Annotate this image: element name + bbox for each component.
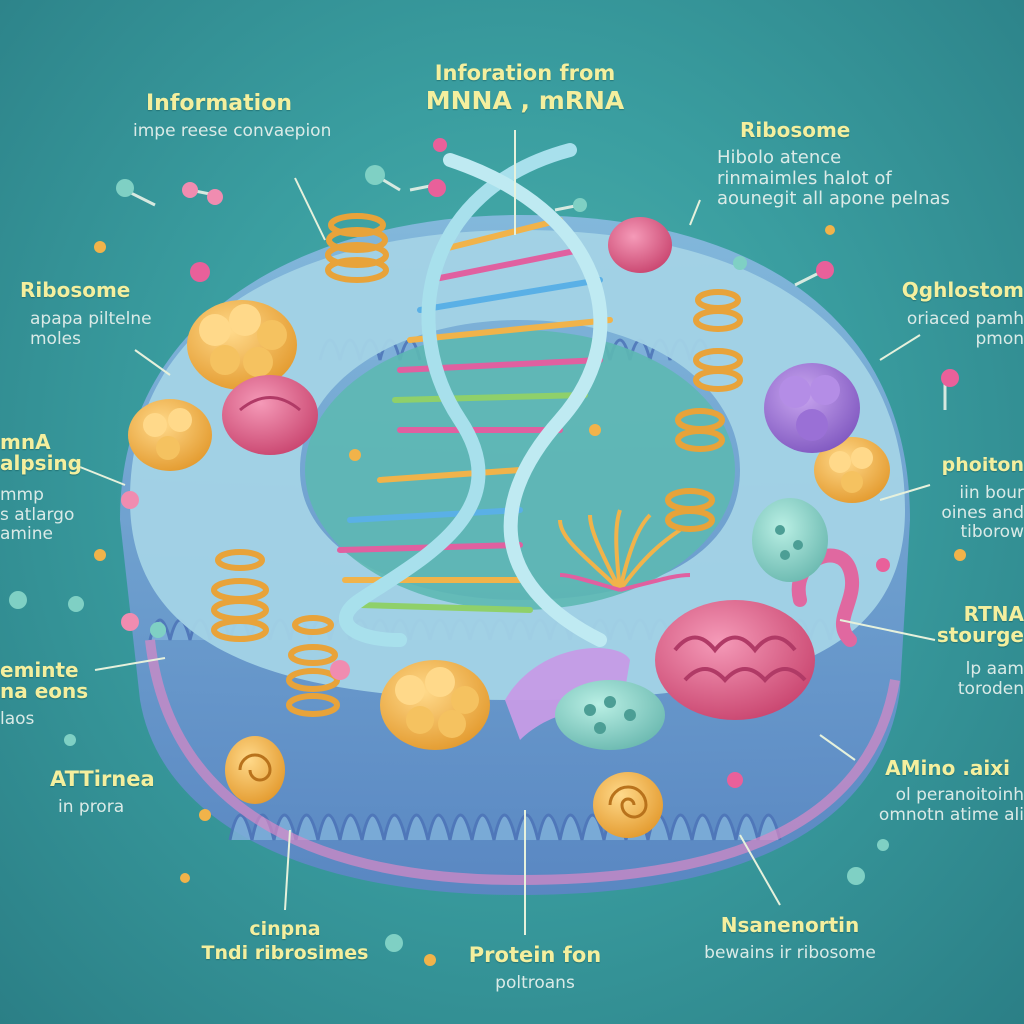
label-bottom-left: cinpna Tndi ribrosimes (195, 918, 375, 964)
label-top-left-title: Information (146, 91, 292, 116)
label-left-2-title-2: alpsing (0, 451, 82, 475)
spiral-shell-bottom (593, 772, 663, 838)
label-right-1-sub: oriaced pamh pmon (906, 309, 1024, 349)
label-left-3-sub-1: laos (0, 709, 35, 729)
membrane-ring (120, 215, 910, 895)
label-right-3-sub-1: lp aam (965, 659, 1024, 679)
protein-pink-left (222, 375, 318, 455)
label-left-1-sub: apapa piltelne moles (30, 309, 152, 349)
label-left-2-title-1: mnA (0, 430, 51, 454)
coil-stack-bottom (286, 615, 340, 717)
label-right-3-title-2: stourge (936, 623, 1024, 647)
label-left-1-sub-1: apapa piltelne (30, 309, 152, 329)
label-right-4-sub-2: omnotn atime ali (878, 804, 1024, 825)
label-right-1-sub-2: pmon (975, 328, 1024, 349)
label-top-left-sub: impe reese convaepion (133, 121, 332, 141)
trna-fan (558, 509, 691, 592)
label-right-4-title: AMino .aixi (885, 756, 1010, 780)
label-right-1-title: Qghlostom (901, 278, 1024, 302)
label-left-2-sub-3: amine (0, 524, 53, 545)
label-top-right-sub-1: Hibolo atence (717, 147, 842, 168)
label-right-3-title: RTNA stourge (937, 604, 1024, 646)
coil-stack-top (325, 213, 389, 283)
ribosome-cluster-bottom (380, 660, 490, 750)
label-left-2-sub: mmp s atlargo amine (0, 485, 75, 545)
label-left-4-sub-1: in prora (58, 797, 125, 817)
label-right-2-sub-1: iin bour (959, 483, 1024, 503)
label-right-3-sub-2: toroden (957, 678, 1024, 699)
teal-vesicle (555, 680, 665, 750)
label-left-1-sub-2: moles (30, 328, 81, 349)
label-bottom-right-title: Nsanenortin (720, 913, 860, 937)
label-top-center: Inforation from MNNA , mRNA (410, 62, 640, 114)
label-bottom-left-line1: cinpna (249, 918, 321, 940)
label-bottom-left-line2: Tndi ribrosimes (201, 941, 369, 964)
ribosome-cluster-right (814, 437, 890, 503)
coil-stack-right (665, 289, 743, 532)
label-left-2-sub-2: s atlargo (0, 504, 75, 525)
label-bottom-right-sub: bewains ir ribosome (704, 943, 876, 963)
ribosome-cluster-left-2 (128, 399, 212, 471)
label-top-center-line2: MNNA , mRNA (425, 86, 625, 116)
label-left-3-title: eminte na eons (0, 660, 88, 702)
label-right-3-sub: lp aam toroden (957, 659, 1024, 699)
label-left-1-title: Ribosome (20, 278, 131, 302)
label-top-right-sub: Hibolo atence rinmaimles halot of aouneg… (717, 147, 950, 210)
label-top-right-sub-3: aounegit all apone pelnas (717, 188, 950, 210)
protein-purple (764, 363, 860, 453)
label-top-center-line1: Inforation from (434, 61, 616, 85)
label-bottom-center-title: Protein fon (468, 943, 602, 967)
label-left-4-title: ATTirnea (50, 767, 155, 791)
protein-pink-brain (655, 600, 815, 720)
coil-stack-left (211, 549, 269, 642)
label-left-3-sub: laos (0, 709, 35, 730)
label-top-right-title: Ribosome (740, 118, 851, 142)
label-right-2-sub: iin bour oines and tiborow (941, 483, 1024, 543)
label-top-right-sub-2: rinmaimles halot of (717, 167, 892, 189)
label-left-4-sub: in prora (58, 797, 125, 818)
teal-vesicle-right (752, 498, 828, 582)
label-bottom-center-sub: poltroans (495, 973, 575, 993)
label-right-2-title: phoiton (941, 454, 1024, 476)
ribosome-cluster-left (187, 300, 297, 390)
label-left-3-title-2: na eons (0, 679, 89, 703)
label-left-2-title: mnA alpsing (0, 432, 82, 474)
label-right-2-sub-2: oines and (941, 502, 1024, 523)
label-right-2-sub-3: tiborow (960, 522, 1024, 543)
dna-helix (337, 143, 613, 647)
label-right-4-sub-1: ol peranoitoinh (895, 785, 1024, 805)
molecules (9, 138, 966, 966)
label-right-3-title-1: RTNA (963, 602, 1024, 626)
label-left-2-sub-1: mmp (0, 485, 44, 505)
spiral-shell-left (225, 736, 285, 804)
label-right-4-sub: ol peranoitoinh omnotn atime ali (878, 785, 1024, 825)
label-right-1-sub-1: oriaced pamh (906, 309, 1024, 329)
protein-pink-top (608, 217, 672, 273)
label-left-3-title-1: eminte (0, 658, 79, 682)
pointer-lines (79, 130, 936, 935)
